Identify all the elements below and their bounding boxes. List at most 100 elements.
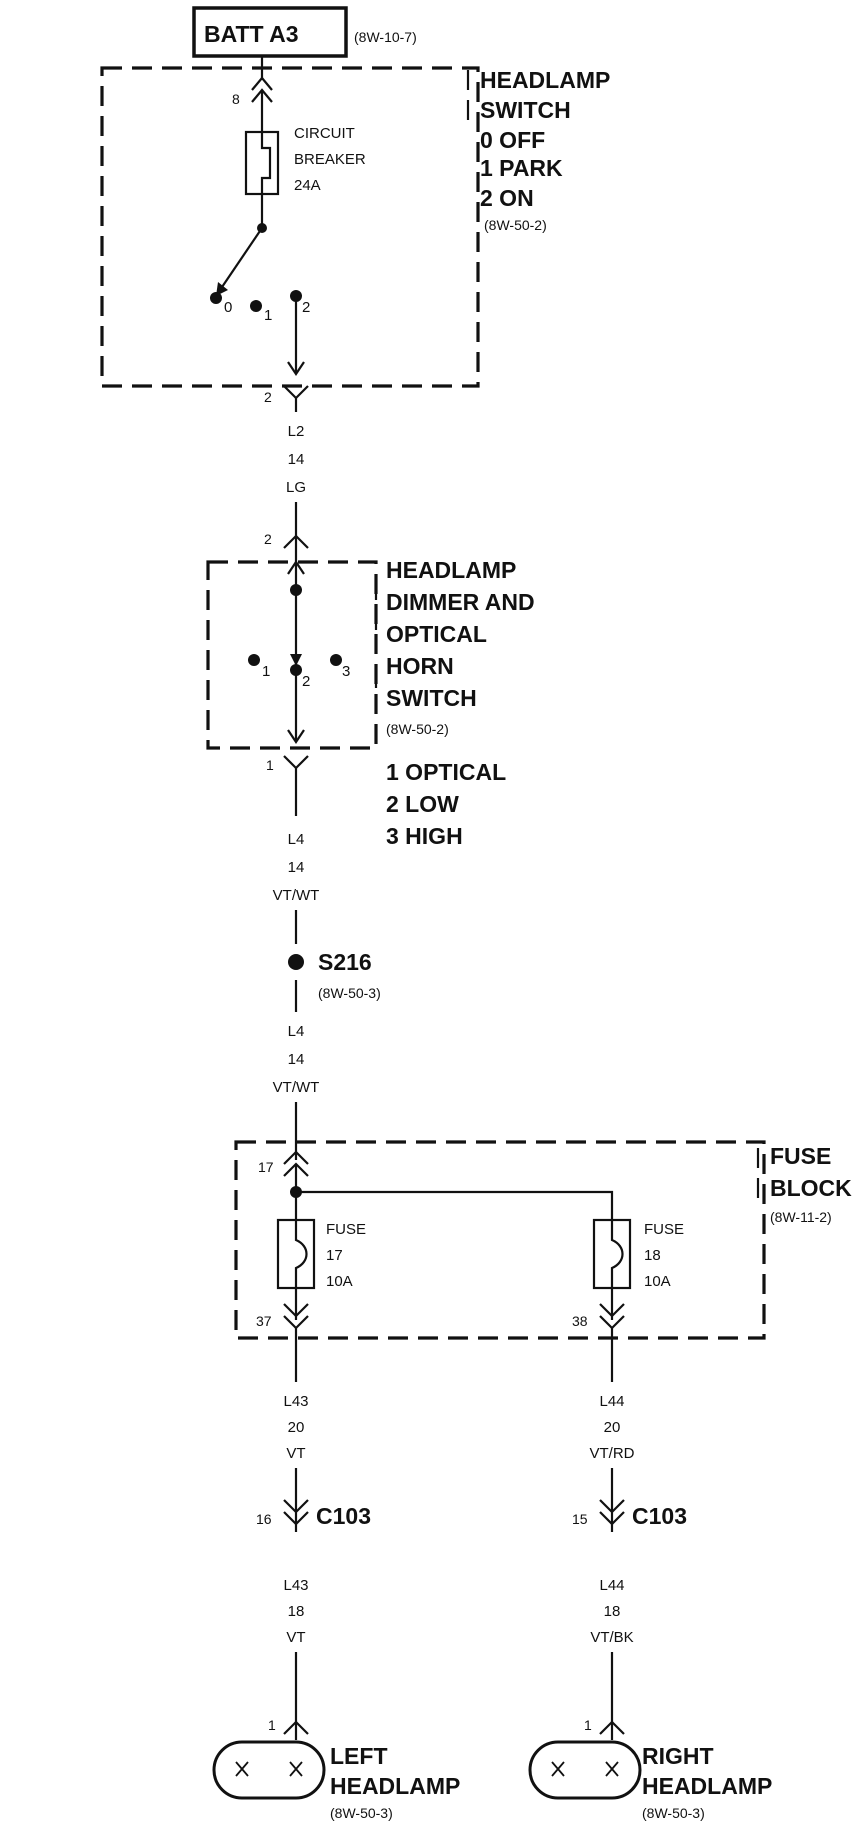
right-headlamp-title-2: HEADLAMP xyxy=(642,1773,772,1799)
dimmer-title-1: HEADLAMP xyxy=(386,557,516,583)
dimmer-in-connector-icon xyxy=(283,534,309,549)
dimmer-legend-1: 1 OPTICAL xyxy=(386,759,506,785)
headlamp-switch-out-pin: 2 xyxy=(264,389,272,405)
wire-l43-upper-circuit: L43 xyxy=(283,1393,308,1410)
headlamp-switch-title-3: 0 OFF xyxy=(480,127,545,153)
right-headlamp-ref: (8W-50-3) xyxy=(642,1805,705,1821)
dimmer-title-2: DIMMER AND xyxy=(386,589,535,615)
c103-right-label: C103 xyxy=(632,1503,687,1529)
left-headlamp-connector-icon xyxy=(283,1720,309,1735)
fuse-block: 17 FUSE 17 10A 37 FUSE 18 10A 38 FUSE BL… xyxy=(234,1140,852,1340)
fuse-a-line-3: 10A xyxy=(326,1273,353,1290)
c103-right-connector-icon xyxy=(599,1499,625,1526)
wire-l2-circuit: L2 xyxy=(288,423,305,440)
headlamp-switch-boundary xyxy=(100,66,480,388)
fuse-block-title-2: BLOCK xyxy=(770,1175,852,1201)
battery-label: BATT A3 xyxy=(204,21,299,47)
left-headlamp-icon xyxy=(212,1740,326,1800)
wire-l44-lower-gauge: 18 xyxy=(604,1603,621,1620)
battery-ref: (8W-10-7) xyxy=(354,29,417,45)
wire-l44-upper-circuit: L44 xyxy=(599,1393,624,1410)
dimmer-legend-2: 2 LOW xyxy=(386,791,459,817)
splice-ref: (8W-50-3) xyxy=(318,985,381,1001)
wire-l43-upper-color: VT xyxy=(286,1445,305,1462)
headlamp-switch-title-2: SWITCH xyxy=(480,97,571,123)
dimmer-position-1: 1 xyxy=(262,663,270,680)
dimmer-switch: 2 1 2 3 1 HEADLAMP DIMMER AND OPTICAL HO… xyxy=(206,531,535,849)
dimmer-switch-boundary xyxy=(206,560,378,750)
wire-l43-upper-gauge: 20 xyxy=(288,1419,305,1436)
c103-left-label: C103 xyxy=(316,1503,371,1529)
fuse-b-line-3: 10A xyxy=(644,1273,671,1290)
dimmer-out-connector-icon xyxy=(283,755,309,770)
wire-l44-lower-color: VT/BK xyxy=(590,1629,633,1646)
wire-l4-upper-circuit: L4 xyxy=(288,831,305,848)
c103-left-connector-icon xyxy=(283,1499,309,1526)
wire-l44-upper-color: VT/RD xyxy=(590,1445,635,1462)
wire-l43-lower-color: VT xyxy=(286,1629,305,1646)
wire-l4: L4 14 VT/WT S216 (8W-50-3) L4 14 VT/WT xyxy=(273,768,381,1160)
wire-l44-upper-gauge: 20 xyxy=(604,1419,621,1436)
position-0: 0 xyxy=(224,299,232,316)
fuse-a-out-pin: 37 xyxy=(256,1313,272,1329)
wire-l43-lower-circuit: L43 xyxy=(283,1577,308,1594)
breaker-line-1: CIRCUIT xyxy=(294,125,355,142)
wire-l4-lower-color: VT/WT xyxy=(273,1079,320,1096)
wire-l2-color: LG xyxy=(286,479,306,496)
right-headlamp-title-1: RIGHT xyxy=(642,1743,714,1769)
breaker-line-3: 24A xyxy=(294,177,321,194)
fuse-a-line-2: 17 xyxy=(326,1247,343,1264)
position-2: 2 xyxy=(302,299,310,316)
dimmer-out-pin: 1 xyxy=(266,757,274,773)
right-branch: L44 20 VT/RD 15 C103 L44 18 VT/BK 1 RIGH… xyxy=(528,1328,772,1821)
left-headlamp-title-1: LEFT xyxy=(330,1743,388,1769)
headlamp-switch-ref: (8W-50-2) xyxy=(484,217,547,233)
left-headlamp-pin: 1 xyxy=(268,1717,276,1733)
wire-l2-gauge: 14 xyxy=(288,451,305,468)
c103-right-pin: 15 xyxy=(572,1511,588,1527)
left-branch: L43 20 VT 16 C103 L43 18 VT 1 LEFT HEADL… xyxy=(212,1328,460,1821)
right-headlamp-icon xyxy=(528,1740,642,1800)
connector-pin-2-icon xyxy=(283,385,309,400)
headlamp-switch-title-5: 2 ON xyxy=(480,185,534,211)
left-headlamp-ref: (8W-50-3) xyxy=(330,1805,393,1821)
dimmer-title-5: SWITCH xyxy=(386,685,477,711)
wire-l43-lower-gauge: 18 xyxy=(288,1603,305,1620)
switch-arm-icon xyxy=(219,227,263,291)
left-headlamp-title-2: HEADLAMP xyxy=(330,1773,460,1799)
dimmer-ref: (8W-50-2) xyxy=(386,721,449,737)
splice-dot-icon xyxy=(288,954,304,970)
dimmer-position-2: 2 xyxy=(302,673,310,690)
c103-left-pin: 16 xyxy=(256,1511,272,1527)
battery-feed: BATT A3 (8W-10-7) xyxy=(192,6,417,80)
fuse-block-in-pin: 17 xyxy=(258,1159,274,1175)
wire-l44-lower-circuit: L44 xyxy=(599,1577,624,1594)
fuse-b-out-pin: 38 xyxy=(572,1313,588,1329)
fuse-a-line-1: FUSE xyxy=(326,1221,366,1238)
fuse-block-ref: (8W-11-2) xyxy=(770,1209,832,1225)
dimmer-position-3: 3 xyxy=(342,663,350,680)
fuse-block-boundary xyxy=(234,1140,766,1340)
dimmer-title-4: HORN xyxy=(386,653,454,679)
position-1: 1 xyxy=(264,307,272,324)
headlamp-switch-title-4: 1 PARK xyxy=(480,155,563,181)
right-headlamp-connector-icon xyxy=(599,1720,625,1735)
fuse-b-line-1: FUSE xyxy=(644,1221,684,1238)
wire-l4-lower-gauge: 14 xyxy=(288,1051,305,1068)
right-headlamp-pin: 1 xyxy=(584,1717,592,1733)
splice-label: S216 xyxy=(318,949,372,975)
fuse-block-title-1: FUSE xyxy=(770,1143,831,1169)
headlamp-switch: 8 CIRCUIT BREAKER 24A 0 1 2 2 HEADLAMP S… xyxy=(100,66,610,405)
wire-l2: L2 14 LG xyxy=(286,398,306,548)
wire-l4-upper-color: VT/WT xyxy=(273,887,320,904)
fuse-b-line-2: 18 xyxy=(644,1247,661,1264)
breaker-line-2: BREAKER xyxy=(294,151,366,168)
dimmer-legend-3: 3 HIGH xyxy=(386,823,463,849)
dimmer-title-3: OPTICAL xyxy=(386,621,487,647)
headlamp-switch-title-1: HEADLAMP xyxy=(480,67,610,93)
dimmer-in-pin: 2 xyxy=(264,531,272,547)
wire-l4-upper-gauge: 14 xyxy=(288,859,305,876)
wire-l4-lower-circuit: L4 xyxy=(288,1023,305,1040)
headlamp-switch-in-pin: 8 xyxy=(232,91,240,107)
